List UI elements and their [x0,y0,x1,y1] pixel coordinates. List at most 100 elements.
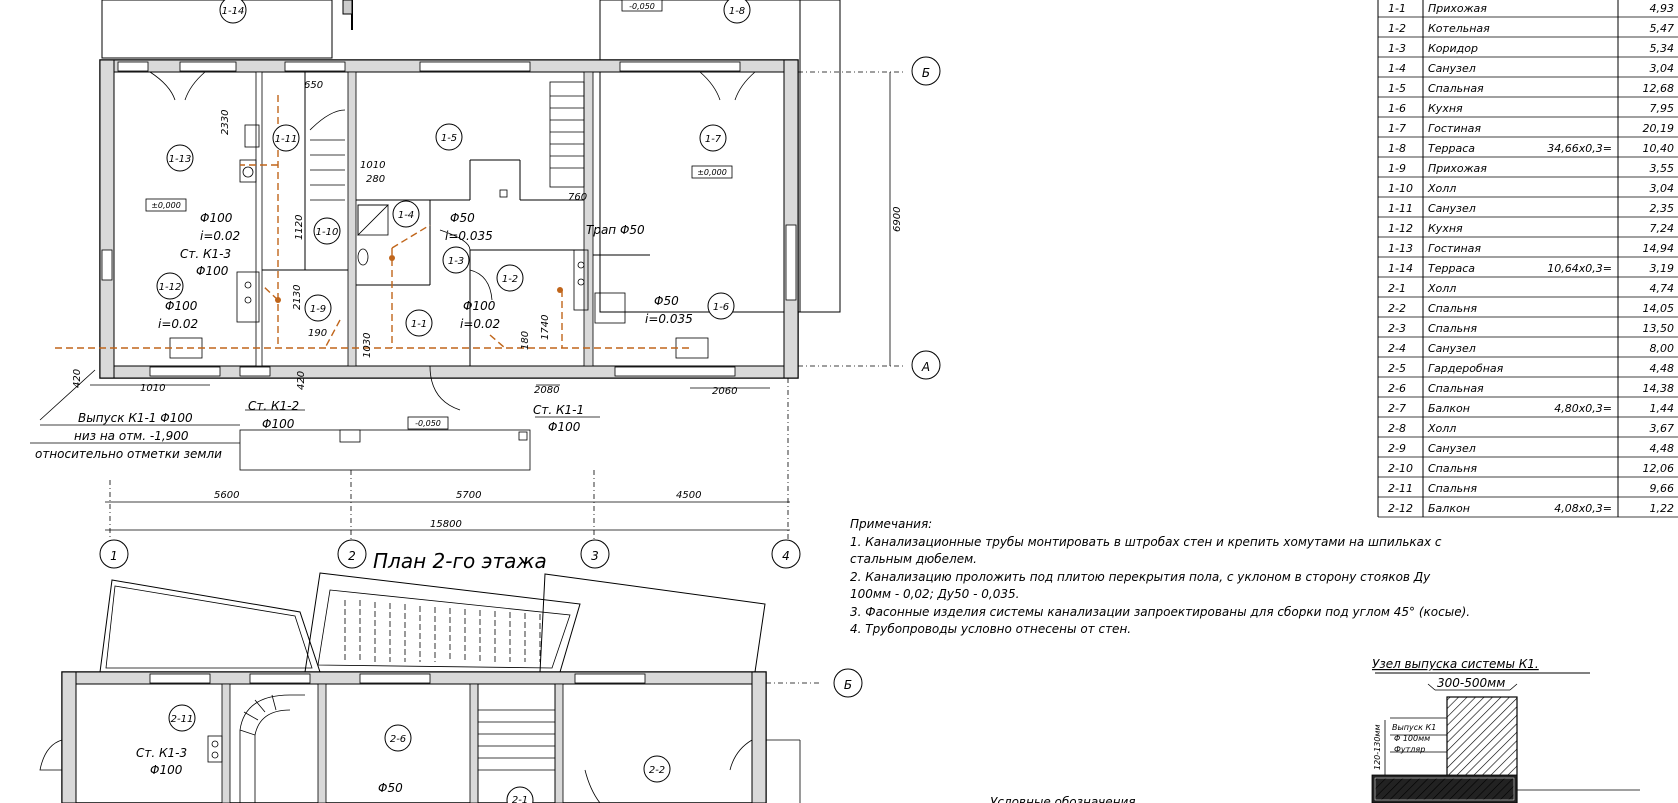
explication-name: Санузел [1428,442,1476,455]
explication-area: 1,44 [1650,402,1675,415]
explication-name: Холл [1427,422,1456,435]
room-tag: 1-9 [310,304,326,315]
dimension: 6900 [892,207,903,232]
explication-area: 5,47 [1650,22,1675,35]
explication-num: 1-8 [1388,142,1406,155]
notes-heading: Примечания: [850,517,933,531]
explication-calc: 34,66х0,3= [1547,142,1612,155]
explication-name: Спальня [1428,462,1477,475]
explication-name: Балкон [1428,502,1470,515]
detail-callout: Φ 100мм [1394,734,1430,743]
explication-area: 3,04 [1650,62,1675,75]
pipe-slope: i=0.02 [158,317,198,331]
room-tag: 2-11 [171,714,194,725]
explication-name: Кухня [1428,102,1463,115]
pipe-slope: i=0.035 [445,229,493,243]
explication-area: 14,38 [1643,382,1675,395]
room-tag: 1-7 [705,134,722,145]
detail-title: Узел выпуска системы К1. [1372,657,1539,671]
explication-area: 3,04 [1650,182,1675,195]
explication-name: Спальная [1428,382,1484,395]
detail-callout: Футляр [1394,745,1425,754]
explication-num: 1-1 [1388,2,1406,15]
explication-num: 2-8 [1388,422,1406,435]
pipe-diameter: Φ100 [548,420,581,434]
second-floor-plan [39,572,820,803]
level-marks: -0,050 ±0,000 ±0,000 -0,050 [145,0,733,430]
level-mark: ±0,000 [151,201,181,210]
explication-num: 2-4 [1388,342,1406,355]
pipe-slope: i=0.02 [200,229,240,243]
grid-col-3: 3 [591,549,599,563]
explication-num: 2-10 [1388,462,1413,475]
room-tag: 1-4 [398,210,414,221]
explication-area: 5,34 [1650,42,1675,55]
notes-block: Примечания: 1. Канализационные трубы мон… [850,516,1550,639]
riser-label: Ст. К1-3 [180,247,231,261]
pipe-diameter: Φ50 [450,211,475,225]
sewer-pipe-k1 [55,95,690,349]
explication-num: 1-6 [1388,102,1406,115]
explication-area: 3,55 [1650,162,1675,175]
explication-calc: 10,64х0,3= [1547,262,1612,275]
explication-area: 10,40 [1643,142,1675,155]
pipe-diameter: Φ100 [196,264,229,278]
dimension: 2130 [292,285,303,310]
room-tag: 2-6 [390,734,406,745]
pipe-slope: i=0.02 [460,317,500,331]
explication-area: 4,48 [1650,442,1675,455]
grid-col-4: 4 [782,549,790,563]
explication-name: Коридор [1428,42,1478,55]
explication-num: 1-14 [1388,262,1413,275]
explication-name: Гардеробная [1428,362,1504,375]
dimension: 2330 [220,110,231,135]
explication-num: 2-9 [1388,442,1406,455]
pipe-diameter: Φ100 [200,211,233,225]
explication-name: Спальня [1428,322,1477,335]
explication-num: 1-11 [1388,202,1413,215]
dimension: 760 [568,192,587,203]
explication-num: 1-9 [1388,162,1406,175]
room-tags: 1-14 1-8 1-13 1-11 1-5 1-7 1-10 1-4 1-3 … [156,0,751,337]
explication-calc: 4,80х0,3= [1554,402,1612,415]
room-tag: 1-13 [169,154,192,165]
note-2-cont: 100мм - 0,02; Ду50 - 0,035. [850,587,1020,601]
room-tag: 1-10 [316,227,339,238]
grid-col-2: 2 [348,549,356,563]
note-2: 2. Канализацию проложить под плитою пере… [850,569,1431,584]
pipe-diameter: Φ100 [150,763,183,777]
dimension: 420 [296,371,307,390]
explication-name: Прихожая [1428,162,1487,175]
explication-name: Гостиная [1428,242,1481,255]
explication-name: Балкон [1428,402,1470,415]
stair-flight [549,81,585,188]
note-1: 1. Канализационные трубы монтировать в ш… [850,534,1442,549]
explication-area: 13,50 [1643,322,1675,335]
explication-num: 1-2 [1388,22,1406,35]
explication-name: Кухня [1428,222,1463,235]
explication-name: Спальня [1428,302,1477,315]
room-tag: 1-11 [275,134,298,145]
dimension: 5600 [214,490,239,501]
explication-num: 1-7 [1388,122,1406,135]
detail-depth-dim: 120-130мм [1373,725,1382,771]
explication-name: Прихожая [1428,2,1487,15]
grid-col-1: 1 [110,549,118,563]
stair-flight [309,109,346,201]
explication-area: 20,19 [1643,122,1675,135]
dimension: 1030 [362,333,373,358]
room-tags: 2-11 2-6 2-2 2-1 [168,704,671,803]
room-tag: 1-6 [713,302,729,313]
room-tag: 1-5 [441,133,457,144]
explication-name: Спальная [1428,82,1484,95]
explication-area: 12,06 [1643,462,1675,475]
dimension: 2080 [534,385,559,396]
explication-area: 3,19 [1650,262,1675,275]
room-tag: 1-3 [448,256,464,267]
explication-area: 3,67 [1650,422,1675,435]
explication-num: 1-13 [1388,242,1413,255]
dimension: 280 [366,174,385,185]
explication-area: 2,35 [1650,202,1675,215]
explication-area: 14,05 [1643,302,1675,315]
pipe-diameter: Φ100 [165,299,198,313]
